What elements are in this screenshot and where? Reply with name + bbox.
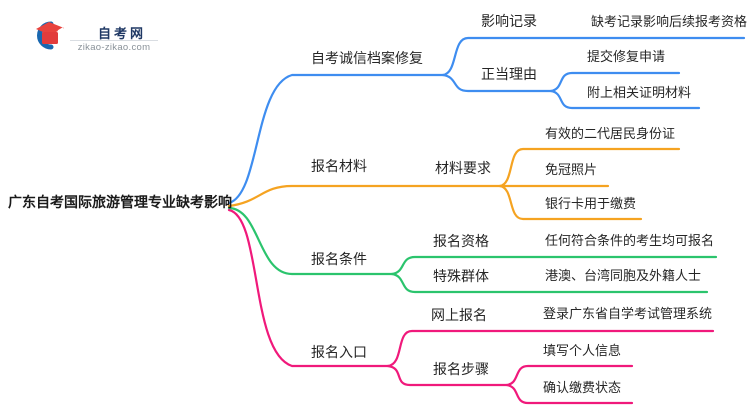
leaf-second-gen-id-card[interactable]: 有效的二代居民身份证 (545, 126, 676, 141)
zikao-logo: 自考网 zikao-zikao.com (28, 14, 158, 56)
node-material-requirements[interactable]: 材料要求 (435, 160, 491, 176)
node-registration-conditions[interactable]: 报名条件 (311, 251, 367, 267)
leaf-submit-repair-application[interactable]: 提交修复申请 (587, 49, 666, 64)
leaf-bareheaded-photo[interactable]: 免冠照片 (545, 162, 598, 177)
node-registration-steps[interactable]: 报名步骤 (433, 361, 489, 377)
node-online-registration[interactable]: 网上报名 (431, 307, 487, 323)
leaf-attach-proof-materials[interactable]: 附上相关证明材料 (587, 85, 692, 100)
root-node[interactable]: 广东自考国际旅游管理专业缺考影响 (8, 194, 232, 210)
branch-lines-integrity-repair (227, 36, 746, 205)
leaf-login-guangdong-selfstudy-system[interactable]: 登录广东省自学考试管理系统 (543, 306, 713, 321)
leaf-confirm-payment-status[interactable]: 确认缴费状态 (543, 380, 622, 395)
node-integrity-file-repair[interactable]: 自考诚信档案修复 (311, 50, 423, 66)
logo-separator (70, 40, 158, 41)
branch-lines-registration-materials (227, 147, 681, 221)
node-registration-eligibility[interactable]: 报名资格 (433, 233, 489, 249)
branch-lines-registration-conditions (227, 206, 718, 294)
leaf-hk-macao-taiwan-foreigners[interactable]: 港澳、台湾同胞及外籍人士 (545, 268, 702, 283)
logo-title: 自考网 (97, 26, 146, 41)
logo-domain-text: zikao-zikao.com (77, 42, 151, 53)
node-impact-record[interactable]: 影响记录 (481, 13, 537, 29)
node-valid-reason[interactable]: 正当理由 (481, 66, 537, 82)
leaf-absence-record-affects-eligibility[interactable]: 缺考记录影响后续报考资格 (591, 14, 748, 29)
leaf-any-qualified-candidate[interactable]: 任何符合条件的考生均可报名 (545, 233, 715, 248)
node-registration-entrance[interactable]: 报名入口 (311, 344, 367, 360)
branch-lines-registration-entrance (227, 208, 715, 405)
node-registration-materials[interactable]: 报名材料 (311, 158, 367, 174)
leaf-bank-card-for-payment[interactable]: 银行卡用于缴费 (545, 196, 637, 211)
zikao-logo-icon (36, 21, 64, 50)
leaf-fill-personal-info[interactable]: 填写个人信息 (543, 343, 622, 358)
node-special-groups[interactable]: 特殊群体 (433, 268, 489, 284)
